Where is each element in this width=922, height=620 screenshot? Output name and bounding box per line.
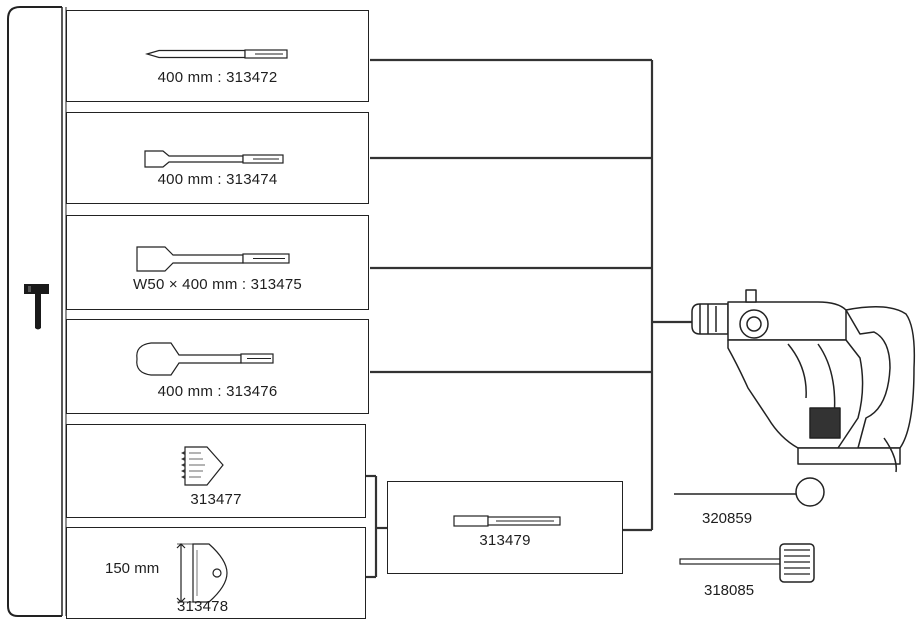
dust-cup-label: 320859 [702,510,753,527]
hammer-mode-icon [24,284,49,330]
wide-chisel-label: W50 × 400 mm : 313475 [133,276,302,293]
rammer-plate-label: 313478 [177,598,229,615]
point-chisel-label: 400 mm : 313472 [157,69,278,86]
adapter-box: 313479 [387,481,623,574]
rammer-plate-icon [176,543,228,603]
wide-chisel-icon [136,246,290,272]
rotary-hammer-icon [691,289,916,473]
adapter-label: 313479 [479,532,531,549]
chisel-box-wide: W50 × 400 mm : 313475 [66,215,369,310]
chisel-box-flat: 400 mm : 313474 [66,112,369,204]
chisel-box-rammer-plate: 150 mm 313478 [66,527,366,619]
adapter-icon [453,515,561,527]
chisel-box-bush-tool: 313477 [66,424,366,518]
bush-tool-label: 313477 [190,491,242,508]
spade-chisel-label: 400 mm : 313476 [157,383,278,400]
point-chisel-icon [145,49,288,59]
chisel-box-point: 400 mm : 313472 [66,10,369,102]
flat-chisel-icon [144,150,284,168]
dust-cup-icon [674,477,825,507]
bush-tool-icon [181,446,224,486]
spade-chisel-icon [136,342,274,376]
flat-chisel-label: 400 mm : 313474 [157,171,278,188]
chisel-box-spade: 400 mm : 313476 [66,319,369,414]
rammer-dimension-label: 150 mm [105,560,160,577]
dust-brush-label: 318085 [704,582,755,599]
dust-brush-icon [679,543,815,583]
